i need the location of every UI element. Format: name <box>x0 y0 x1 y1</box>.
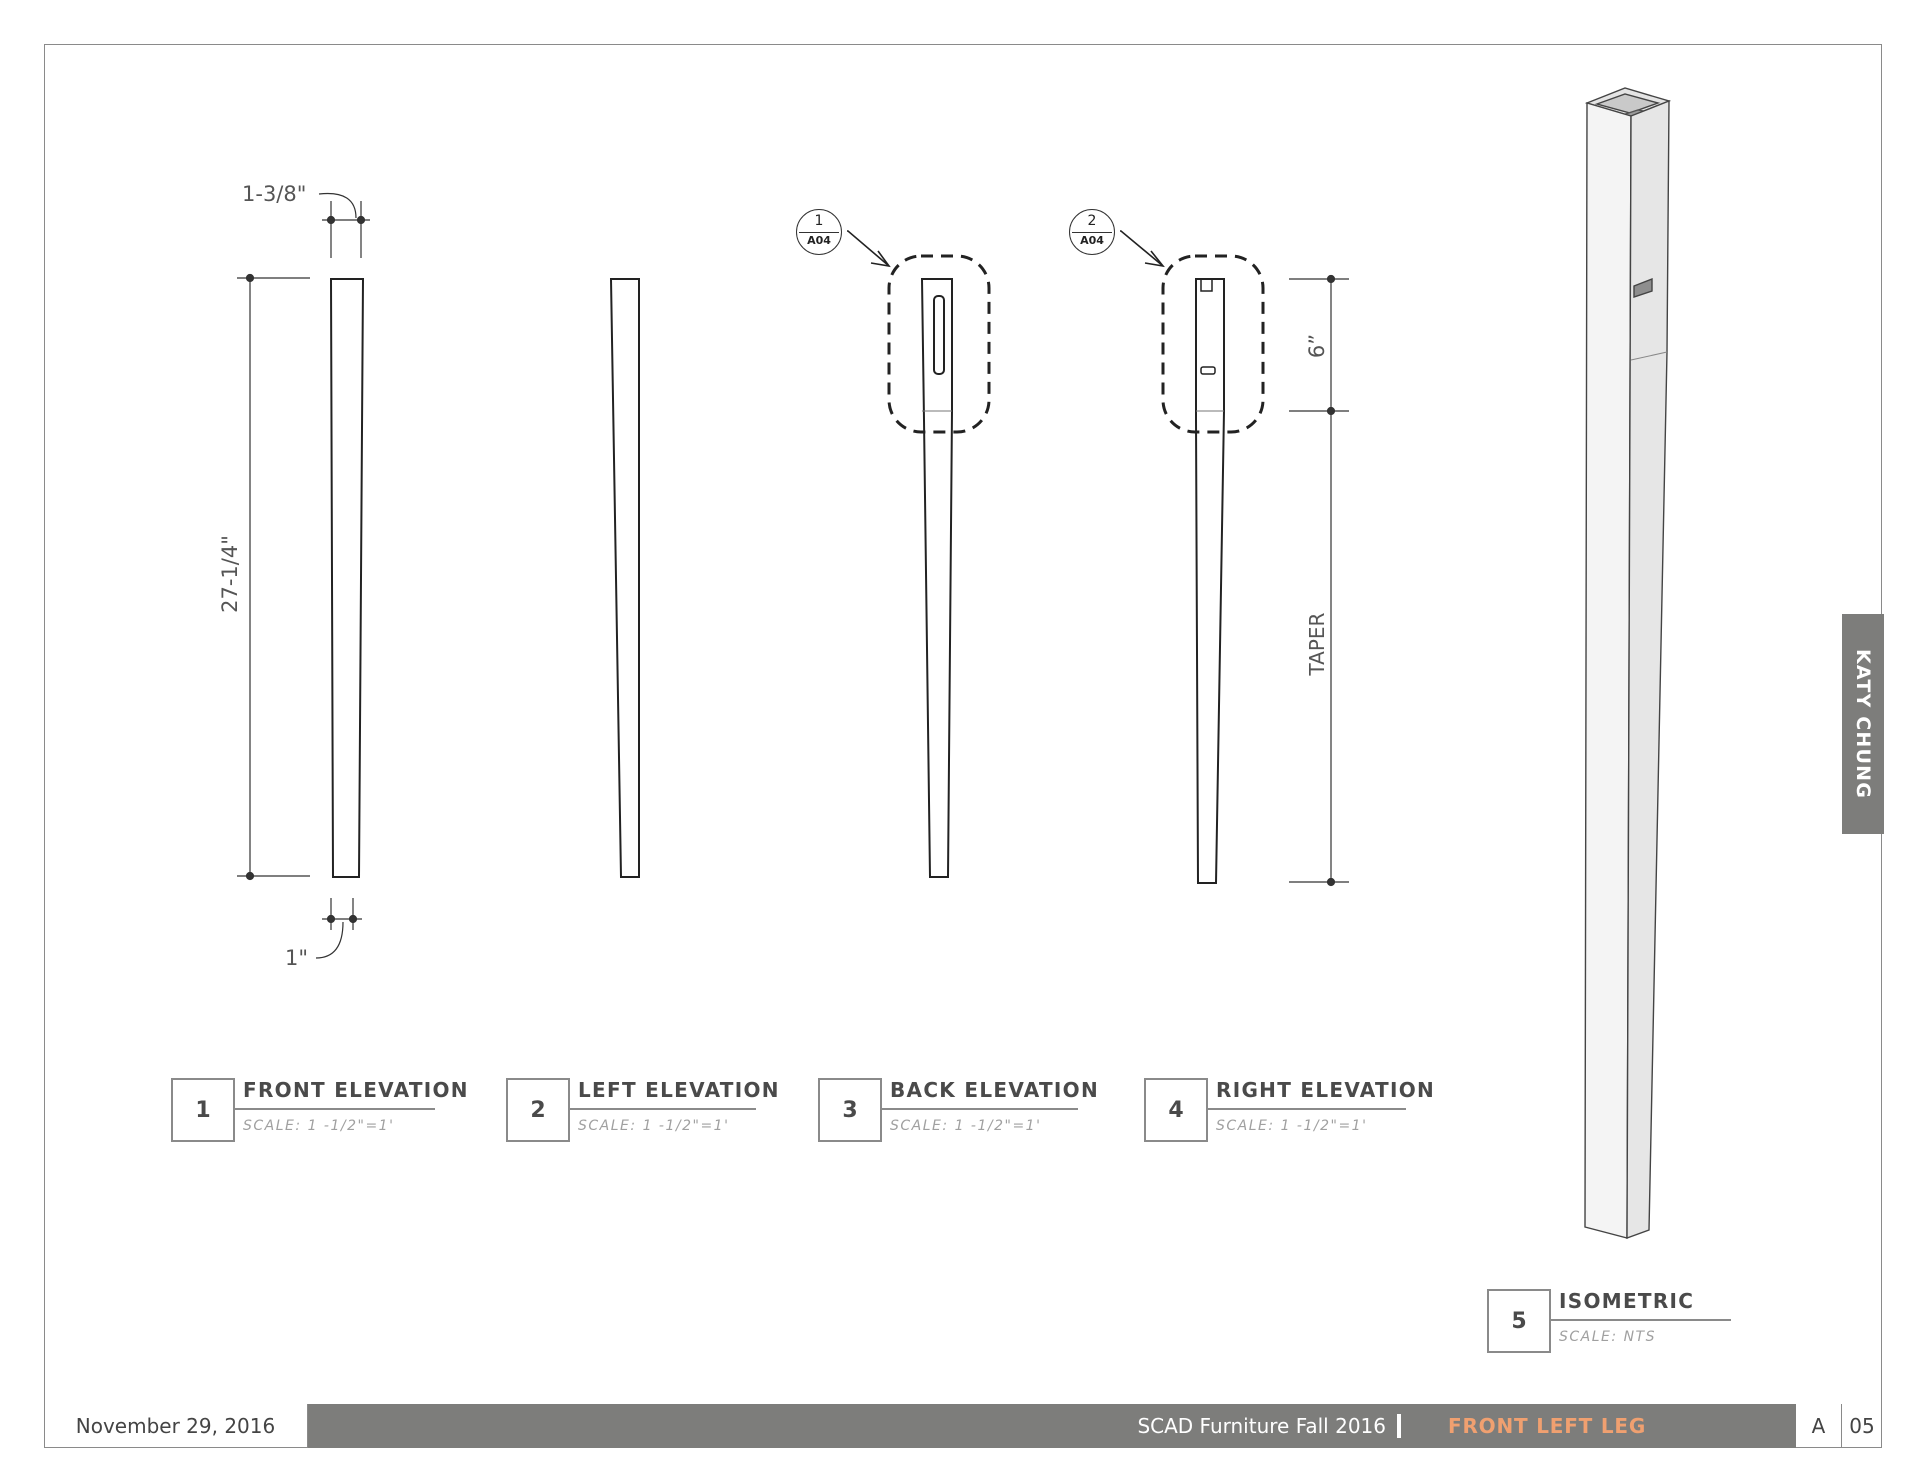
scale-label: SCALE: <box>1559 1329 1618 1345</box>
view-name: ISOMETRIC <box>1559 1289 1695 1313</box>
detail-callout-2[interactable]: 2 A04 <box>1069 209 1115 255</box>
footer-series: A <box>1796 1404 1842 1448</box>
joinery-height-dimension: 6” <box>1305 333 1329 359</box>
view-title-rule <box>235 1108 435 1110</box>
view-number: 5 <box>1487 1289 1551 1353</box>
detail-bubble-2 <box>1161 254 1265 434</box>
footer-separator <box>1397 1414 1401 1438</box>
back-elevation-leg <box>920 278 953 878</box>
view-name: BACK ELEVATION <box>890 1078 1100 1102</box>
view-name: RIGHT ELEVATION <box>1216 1078 1436 1102</box>
callout-divider <box>1072 232 1112 233</box>
scale-label: SCALE: <box>578 1118 637 1134</box>
view-scale: SCALE: 1 -1/2"=1' <box>578 1118 729 1134</box>
designer-name-tab: KATY CHUNG <box>1842 614 1884 834</box>
left-elevation-leg <box>609 278 640 878</box>
view-number: 4 <box>1144 1078 1208 1142</box>
height-dimension: 27-1/4" <box>218 535 242 613</box>
footer-sheet-title: FRONT LEFT LEG <box>1448 1414 1647 1438</box>
view-name: LEFT ELEVATION <box>578 1078 780 1102</box>
view-scale: SCALE: 1 -1/2"=1' <box>243 1118 394 1134</box>
footer-project: SCAD Furniture Fall 2016 <box>1137 1414 1386 1438</box>
designer-name: KATY CHUNG <box>1852 648 1874 800</box>
callout-sheet-ref: A04 <box>1080 234 1104 247</box>
callout-divider <box>799 232 839 233</box>
taper-label: TAPER <box>1305 612 1329 676</box>
view-title-rule <box>882 1108 1078 1110</box>
bottom-width-dimension: 1" <box>285 946 309 970</box>
front-elevation-leg <box>329 278 365 878</box>
scale-value: 1 -1/2"=1' <box>307 1118 395 1134</box>
scale-value: 1 -1/2"=1' <box>1280 1118 1368 1134</box>
footer-page-number: 05 <box>1849 1414 1875 1438</box>
footer-date: November 29, 2016 <box>44 1404 308 1448</box>
scale-value: 1 -1/2"=1' <box>954 1118 1042 1134</box>
scale-label: SCALE: <box>243 1118 302 1134</box>
callout-number: 2 <box>1087 213 1097 229</box>
sheet-footer: November 29, 2016 SCAD Furniture Fall 20… <box>44 1404 1882 1448</box>
view-title-rule <box>1208 1108 1406 1110</box>
view-scale: SCALE: NTS <box>1559 1329 1656 1345</box>
detail-callout-1[interactable]: 1 A04 <box>796 209 842 255</box>
scale-label: SCALE: <box>1216 1118 1275 1134</box>
view-number: 2 <box>506 1078 570 1142</box>
callout-number: 1 <box>814 213 824 229</box>
right-elevation-leg <box>1195 278 1225 884</box>
view-title-rule <box>1551 1319 1731 1321</box>
footer-title-bar: SCAD Furniture Fall 2016 FRONT LEFT LEG <box>308 1404 1796 1448</box>
scale-value: NTS <box>1623 1329 1656 1345</box>
view-title-rule <box>570 1108 756 1110</box>
scale-label: SCALE: <box>890 1118 949 1134</box>
view-scale: SCALE: 1 -1/2"=1' <box>890 1118 1041 1134</box>
view-scale: SCALE: 1 -1/2"=1' <box>1216 1118 1367 1134</box>
view-name: FRONT ELEVATION <box>243 1078 469 1102</box>
view-number: 3 <box>818 1078 882 1142</box>
scale-value: 1 -1/2"=1' <box>642 1118 730 1134</box>
back-mortise-slot <box>933 295 945 375</box>
isometric-leg <box>1584 87 1672 1240</box>
top-width-dimension: 1-3/8" <box>242 182 307 206</box>
view-number: 1 <box>171 1078 235 1142</box>
detail-bubble-1 <box>887 254 991 434</box>
callout-sheet-ref: A04 <box>807 234 831 247</box>
